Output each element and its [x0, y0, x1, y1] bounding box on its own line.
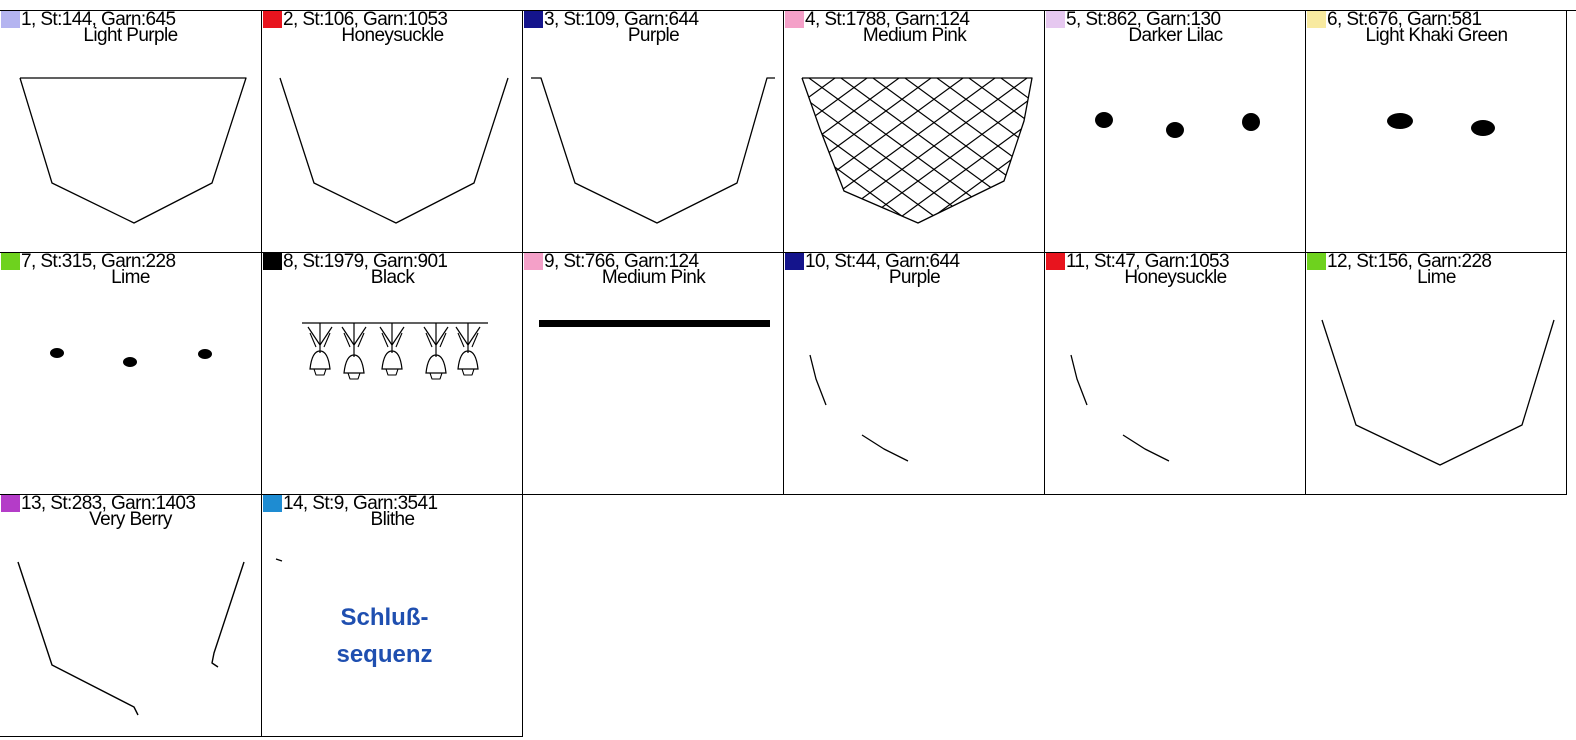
end-sequence-text: Schluß-sequenz: [262, 599, 507, 673]
stitch-pattern-preview: [523, 11, 784, 253]
stitch-pattern-preview: [262, 11, 523, 253]
stitch-pattern-preview: [0, 253, 261, 495]
stitch-pattern-preview: [1045, 253, 1306, 495]
end-sequence-text-line: sequenz: [262, 636, 507, 673]
stitch-pattern-preview: [0, 11, 261, 253]
stitch-pattern-preview: [1306, 253, 1567, 495]
end-sequence-text-line: Schluß-: [262, 599, 507, 636]
stitch-pattern-preview: [262, 253, 523, 495]
stitch-pattern-preview: [1306, 11, 1567, 253]
stitch-pattern-preview: [523, 253, 784, 495]
stitch-pattern-preview: [784, 253, 1045, 495]
stitch-pattern-preview: [1045, 11, 1306, 253]
stitch-pattern-preview: [784, 11, 1045, 253]
stitch-pattern-preview: [0, 495, 261, 737]
